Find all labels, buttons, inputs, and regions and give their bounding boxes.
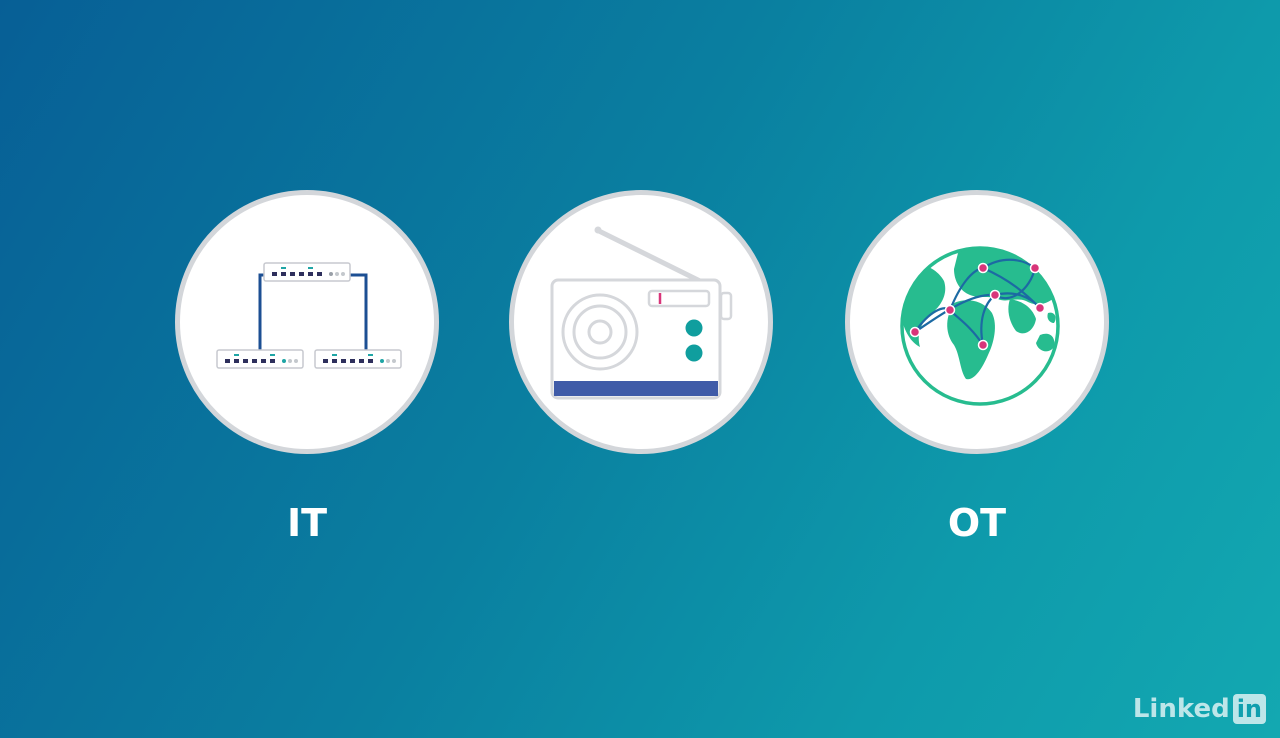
ot-label: OT [947, 501, 1007, 545]
globe-network-icon [900, 246, 1060, 406]
network-switches-icon [216, 262, 402, 369]
it-icon-circle [175, 190, 439, 454]
ot-icon-circle [845, 190, 1109, 454]
linkedin-in-box: in [1232, 694, 1266, 724]
radio-icon-circle [509, 190, 773, 454]
linkedin-wordmark-text: Linked [1132, 694, 1230, 724]
linkedin-watermark: Linked in [1133, 694, 1266, 724]
it-label: IT [286, 501, 328, 545]
radio-icon [550, 226, 733, 400]
